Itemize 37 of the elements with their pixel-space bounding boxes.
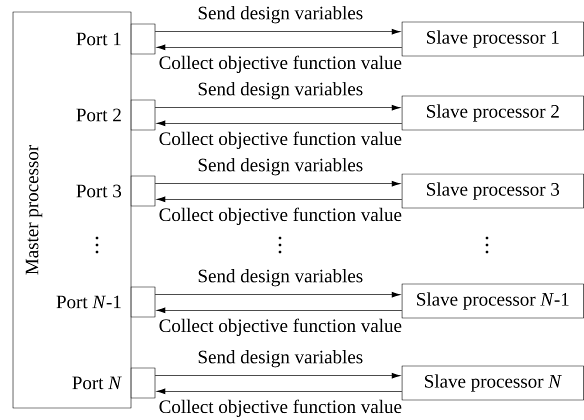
- edge-label: Send design variables: [198, 269, 362, 286]
- slave-box: Slave processor 1: [402, 22, 584, 56]
- edge-label: Collect objective function value: [159, 208, 402, 225]
- edge-label: Send design variables: [198, 158, 362, 176]
- edge-label: Send design variables: [198, 6, 362, 24]
- arrow: [156, 196, 402, 202]
- port-label: Port N-1: [56, 296, 121, 308]
- master-box: [12, 12, 132, 408]
- arrow: [155, 104, 401, 111]
- slave-box: Slave processor 3: [402, 174, 584, 208]
- port-label: Port 3: [76, 184, 122, 198]
- arrow: [155, 180, 401, 187]
- arrow: [155, 28, 401, 35]
- port-label: Port 2: [76, 108, 121, 122]
- edge-label: Send design variables: [198, 350, 362, 368]
- port-box: [130, 176, 156, 206]
- port-box: [130, 24, 156, 54]
- arrow: [155, 292, 401, 298]
- arrow: [155, 372, 401, 379]
- arrow: [156, 388, 402, 394]
- edge-label: Send design variables: [198, 82, 362, 100]
- arrow: [156, 44, 402, 50]
- edge-label: Collect objective function value: [159, 400, 402, 417]
- port-box: [130, 100, 156, 130]
- port-label: Port N: [72, 376, 122, 390]
- edge-label: Collect objective function value: [159, 318, 402, 336]
- slave-box: Slave processor N-1: [402, 284, 584, 318]
- edge-label: Collect objective function value: [159, 132, 402, 149]
- slave-box: Slave processor 2: [402, 96, 584, 130]
- edge-label: Collect objective function value: [159, 56, 402, 73]
- slave-box: Slave processor N: [402, 366, 584, 400]
- box-label: Master processor: [26, 145, 42, 275]
- arrow: [156, 120, 402, 126]
- port-label: Port 1: [76, 32, 121, 46]
- arrow: [156, 307, 402, 314]
- port-box: [130, 368, 156, 398]
- port-box: [130, 286, 156, 318]
